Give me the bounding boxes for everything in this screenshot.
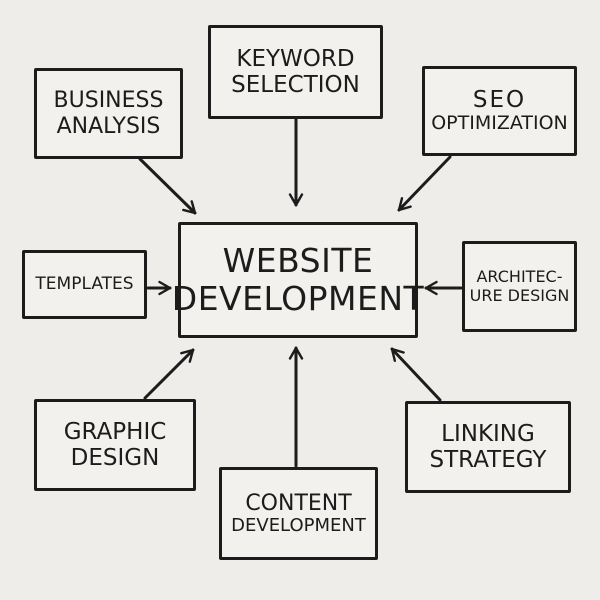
node-architecture-design: Architec- ure Design xyxy=(462,241,577,332)
node-label-line: Keyword xyxy=(236,45,355,72)
node-label-line: SEO xyxy=(472,86,527,113)
node-label-line: Strategy xyxy=(429,447,547,473)
node-label-line: Design xyxy=(70,445,160,471)
node-templates: Templates xyxy=(22,250,147,319)
node-label-line: Website xyxy=(222,241,374,281)
node-content-development: Content Development xyxy=(219,467,378,560)
node-label-line: ure Design xyxy=(469,285,570,305)
node-label-line: Graphic xyxy=(63,418,167,445)
node-keyword-selection: Keyword Selection xyxy=(208,25,383,119)
node-label-line: Templates xyxy=(35,273,134,294)
node-label-line: Development xyxy=(171,279,425,318)
node-label-line: Optimization xyxy=(431,112,568,135)
node-label-line: Content xyxy=(245,490,352,516)
node-label-line: Development xyxy=(231,514,366,536)
node-label-line: Analysis xyxy=(56,113,161,139)
node-website-development: Website Development xyxy=(172,222,424,338)
node-business-analysis: Business Analysis xyxy=(34,68,183,159)
node-label-line: Linking xyxy=(441,420,535,447)
node-seo-optimization: SEO Optimization xyxy=(422,66,577,156)
node-label-line: Architec- xyxy=(476,267,563,287)
node-label-line: Selection xyxy=(231,72,360,98)
node-label-line: Business xyxy=(53,88,164,114)
arrow-seo-optimization xyxy=(397,155,452,212)
arrow-linking-strategy xyxy=(390,347,442,402)
node-linking-strategy: Linking Strategy xyxy=(405,401,571,493)
node-graphic-design: Graphic Design xyxy=(34,399,196,491)
arrow-business-analysis xyxy=(138,157,197,215)
arrow-graphic-design xyxy=(143,348,195,400)
